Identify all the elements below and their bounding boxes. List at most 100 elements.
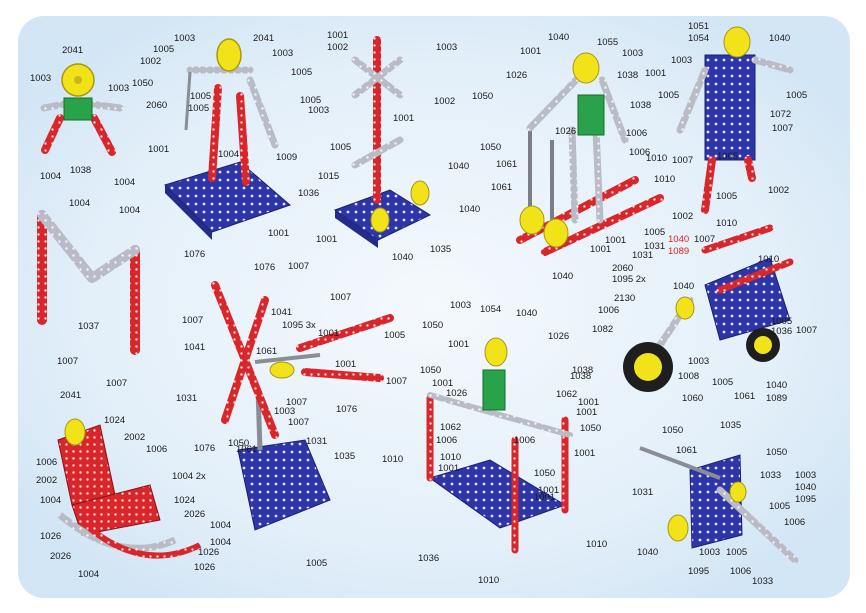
part-label: 1006 (598, 305, 620, 316)
part-label: 1006 (626, 128, 648, 139)
part-label: 1003 (30, 73, 52, 84)
part-label: 1038 (70, 165, 92, 176)
part-label: 1010 (440, 452, 462, 463)
part-label: 1040 (637, 547, 659, 558)
part-label: 1015 (318, 171, 340, 182)
part-label: 1007 (182, 315, 204, 326)
part-label: 1007 (288, 417, 310, 428)
part-label: 1050 (472, 91, 494, 102)
part-label: 1010 (478, 575, 500, 586)
part-label: 1006 (36, 457, 58, 468)
part-label: 2041 (253, 33, 275, 44)
part-label: 1050 (766, 447, 788, 458)
part-label: 1095 2x (612, 274, 646, 285)
model-swing-figure (164, 38, 291, 240)
part-label: 1005 (291, 67, 313, 78)
part-label: 1026 (446, 388, 468, 399)
part-label: 1076 (184, 249, 206, 260)
part-label: 1050 (228, 438, 250, 449)
part-label: 1041 (184, 342, 206, 353)
part-label: 1004 (210, 537, 232, 548)
part-label: 1040 (673, 281, 695, 292)
part-label: 1003 (308, 105, 330, 116)
part-label: 1005 (771, 316, 793, 327)
part-label: 1001 (645, 68, 667, 79)
part-label: 1005 (384, 330, 406, 341)
part-label: 1076 (336, 404, 358, 415)
part-label: 1040 (668, 234, 690, 245)
part-label: 1005 (188, 103, 210, 114)
part-label: 2026 (184, 509, 206, 520)
part-label: 1061 (236, 444, 258, 455)
part-label: 1050 (534, 468, 556, 479)
model-windmill-large (211, 281, 394, 531)
part-label: 1040 (548, 32, 570, 43)
part-label: 1033 (760, 470, 782, 481)
part-label: 1026 (506, 70, 528, 81)
model-robot-small (40, 63, 124, 156)
part-label: 1062 (556, 389, 578, 400)
part-label: 1040 (769, 33, 791, 44)
part-label: 1004 (40, 171, 62, 182)
part-label: 1001 (393, 113, 415, 124)
part-label: 1005 (190, 91, 212, 102)
part-label: 1031 (644, 241, 666, 252)
part-label: 1004 (78, 569, 100, 580)
part-label: 1050 (132, 78, 154, 89)
part-label: 1007 (386, 376, 408, 387)
part-label: 1051 (688, 21, 710, 32)
model-robot-large (676, 26, 794, 214)
model-rocking-chair (57, 418, 202, 559)
part-label: 1036 (298, 188, 320, 199)
part-label: 1003 (622, 48, 644, 59)
part-label: 1089 (668, 246, 690, 257)
part-label: 1007 (106, 378, 128, 389)
part-label: 1001 (268, 228, 290, 239)
part-label: 1010 (382, 454, 404, 465)
part-label: 1026 (198, 547, 220, 558)
part-label: 1006 (146, 444, 168, 455)
part-label: 1005 (786, 90, 808, 101)
part-label: 1095 (795, 494, 817, 505)
part-label: 1001 (605, 235, 627, 246)
model-elevator-figure (426, 337, 573, 554)
part-label: 1082 (592, 324, 614, 335)
part-label: 2060 (146, 100, 168, 111)
part-label: 1002 (672, 211, 694, 222)
part-label: 1040 (516, 308, 538, 319)
part-label: 1036 (771, 326, 793, 337)
part-label: 1072 (770, 109, 792, 120)
part-label: 1035 (430, 244, 452, 255)
model-tricycle (623, 224, 794, 392)
part-label: 2041 (60, 390, 82, 401)
part-label: 1001 (520, 46, 542, 57)
part-label: 1035 (334, 451, 356, 462)
part-label: 1031 (632, 487, 654, 498)
part-label: 1061 (676, 445, 698, 456)
part-label: 1005 (717, 151, 739, 162)
part-label: 1033 (752, 576, 774, 587)
part-label: 1040 (392, 252, 414, 263)
part-label: 1038 (572, 365, 594, 376)
part-label: 1001 (534, 492, 556, 503)
background-panel (18, 16, 850, 598)
part-label: 2026 (50, 551, 72, 562)
part-label: 1002 (327, 42, 349, 53)
part-label: 1040 (459, 204, 481, 215)
part-label: 1001 (148, 144, 170, 155)
part-label: 1001 (576, 407, 598, 418)
part-label: 1050 (580, 423, 602, 434)
part-label: 1004 (218, 149, 240, 160)
part-label: 1007 (57, 356, 79, 367)
part-label: 1061 (734, 391, 756, 402)
part-label: 1061 (491, 182, 513, 193)
part-label: 1008 (678, 371, 700, 382)
part-label: 1005 (712, 377, 734, 388)
model-crane (639, 446, 799, 564)
part-label: 1005 (658, 90, 680, 101)
part-label: 2060 (612, 263, 634, 274)
part-label: 1004 (119, 205, 141, 216)
part-label: 2041 (62, 45, 84, 56)
part-label: 2130 (614, 293, 636, 304)
part-label: 1038 (630, 100, 652, 111)
